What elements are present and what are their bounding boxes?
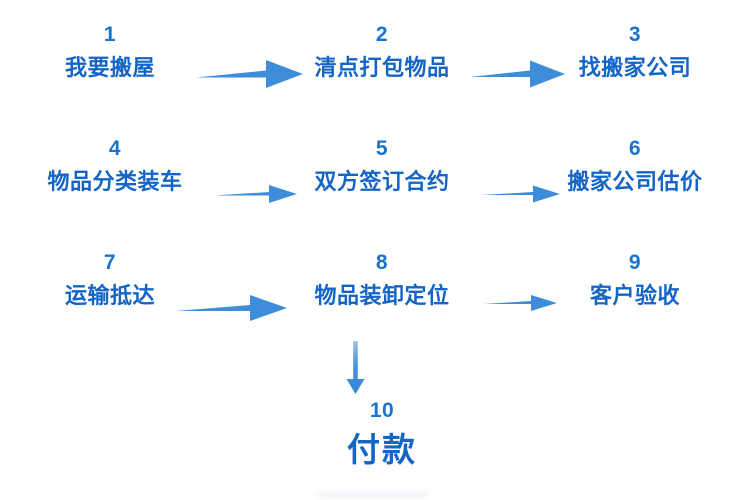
step-number: 9 [628,251,642,274]
bottom-shadow-artifact [318,492,428,500]
step-label: 付款 [347,431,417,468]
arrow-right-icon-step5-to-step6 [481,182,561,206]
step-label: 我要搬屋 [64,55,155,80]
arrow-right-icon-step1-to-step2 [196,57,304,91]
step-number: 2 [375,23,389,46]
step-number: 3 [628,23,642,46]
step-number: 6 [628,137,642,160]
step-label: 物品装卸定位 [314,283,450,308]
flow-step-9: 9 客户验收 [545,252,725,307]
step-number: 8 [375,251,389,274]
step-number: 10 [369,399,395,422]
flow-step-7: 7 运输抵达 [20,252,200,307]
arrow-right-icon-step8-to-step9 [484,292,558,314]
step-label: 清点打包物品 [314,55,450,80]
step-number: 4 [108,137,122,160]
step-label: 双方签订合约 [314,169,450,194]
flow-step-1: 1 我要搬屋 [20,24,200,79]
flow-step-3: 3 找搬家公司 [545,24,725,79]
flow-step-4: 4 物品分类装车 [20,138,210,193]
flow-step-10: 10 付款 [287,400,477,466]
flow-step-6: 6 搬家公司估价 [535,138,735,193]
step-number: 7 [103,251,117,274]
arrow-right-icon-step2-to-step3 [470,57,566,91]
step-label: 找搬家公司 [578,55,692,80]
step-label: 搬家公司估价 [567,169,703,194]
step-number: 5 [375,137,389,160]
step-number: 1 [103,23,117,46]
step-label: 物品分类装车 [47,169,183,194]
flow-step-8: 8 物品装卸定位 [287,252,477,307]
arrow-right-icon-step4-to-step5 [214,182,298,206]
flow-step-5: 5 双方签订合约 [287,138,477,193]
arrow-down-icon-step8-to-step10 [343,341,369,395]
step-label: 客户验收 [589,283,680,308]
arrow-right-icon-step7-to-step8 [176,292,288,324]
flow-step-2: 2 清点打包物品 [287,24,477,79]
step-label: 运输抵达 [64,283,155,308]
